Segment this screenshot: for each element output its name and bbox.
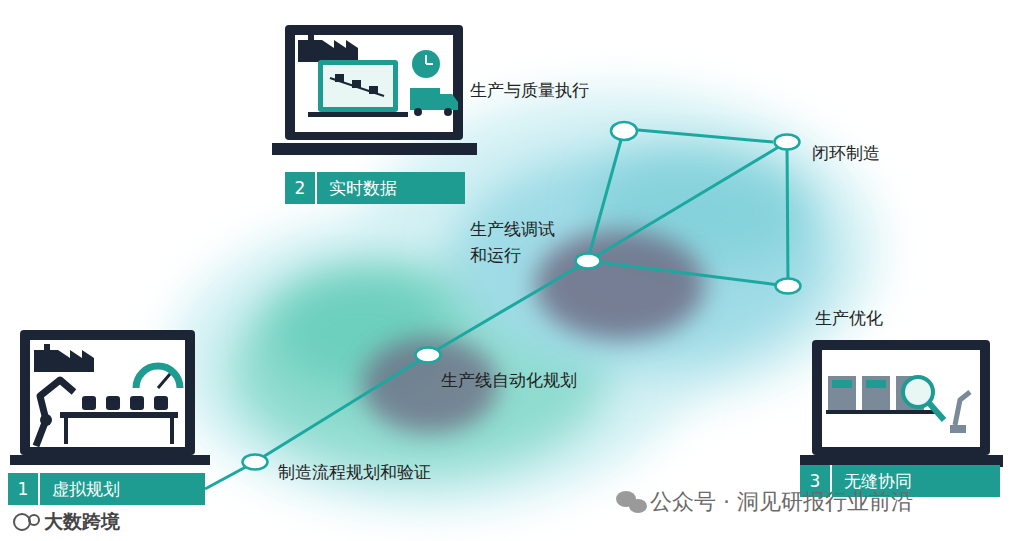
node-label: 生产优化: [815, 305, 883, 331]
connector-line: [601, 263, 776, 285]
node-circle-shape: [775, 135, 800, 150]
watermark: 大数跨境: [44, 509, 120, 535]
watermark: 公众号 · 洞见研报行业前沿: [650, 487, 913, 517]
step-bar: 1虚拟规划: [8, 473, 205, 505]
monitor-real-time-data: [272, 25, 477, 155]
connector-line: [597, 148, 777, 256]
node-label: 生产线调试和运行: [470, 216, 560, 268]
process-node: 制造流程规划和验证: [241, 453, 269, 471]
watermark-icon: [14, 514, 39, 530]
network-dot: [611, 122, 637, 140]
process-node: 生产优化: [774, 277, 802, 295]
monitor-seamless-collaboration: [800, 340, 1003, 467]
connector-line: [205, 467, 245, 489]
node-label: 制造流程规划和验证: [278, 459, 431, 485]
step-number: 2: [285, 172, 317, 204]
node-circle: [574, 252, 602, 270]
node-circle-shape: [576, 254, 601, 269]
network-lines: [590, 130, 773, 252]
node-circle: [414, 346, 442, 364]
step-bar: 2实时数据: [285, 172, 465, 204]
process-node: 闭环制造: [773, 133, 801, 151]
node-circle: [241, 453, 269, 471]
section-label: 生产与质量执行: [470, 79, 589, 102]
step-number: 1: [8, 473, 40, 505]
connector-line: [264, 361, 419, 457]
node-circle-shape: [416, 348, 441, 363]
node-circle-shape: [776, 279, 801, 294]
background-glow: [170, 90, 880, 510]
node-circle: [774, 277, 802, 295]
process-node: 生产线调试和运行: [574, 252, 602, 270]
watermark-icon: [616, 491, 647, 513]
step-title: 实时数据: [317, 172, 409, 204]
node-label: 生产线自动化规划: [441, 367, 577, 393]
connector-line: [786, 150, 790, 278]
node-circle: [773, 133, 801, 151]
step-title: 虚拟规划: [40, 473, 132, 505]
node-label: 闭环制造: [812, 140, 880, 166]
connector-line: [437, 267, 578, 350]
monitor-virtual-planning: [10, 330, 210, 465]
node-circle-shape: [243, 455, 268, 470]
process-node: 生产线自动化规划: [414, 346, 442, 364]
